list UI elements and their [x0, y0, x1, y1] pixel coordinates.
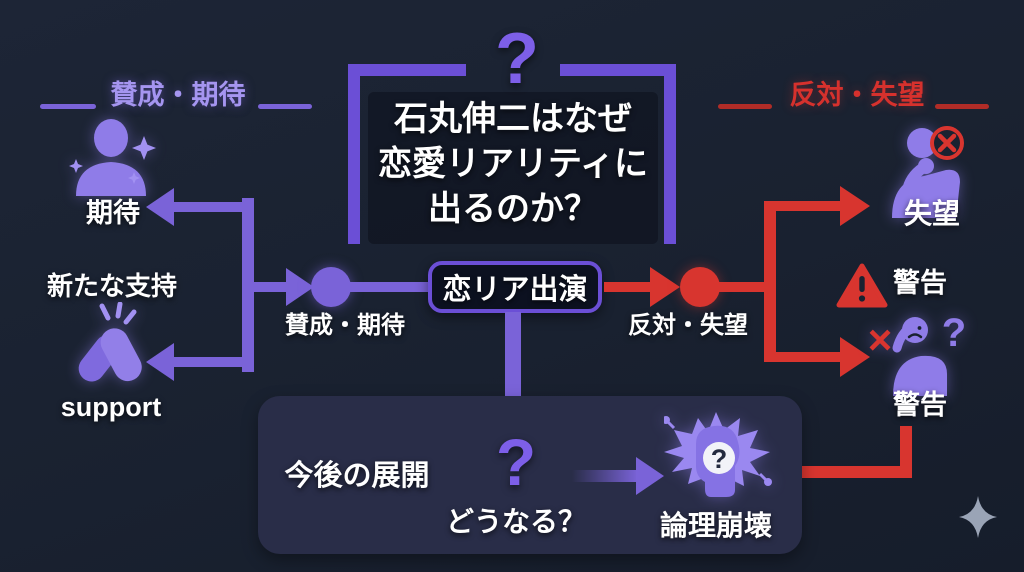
- left-bus-line: [242, 198, 254, 372]
- left-bottom-arrowhead: [146, 343, 174, 381]
- right-bus-line: [764, 201, 776, 362]
- warning-label-1: 警告: [893, 268, 947, 298]
- top-question-mark: ?: [495, 19, 539, 99]
- four-point-sparkle-icon: [959, 496, 997, 538]
- logic-collapse-label: 論理崩壊: [659, 510, 772, 541]
- left-top-arrowhead: [146, 188, 174, 226]
- right-header-dash-left: [718, 104, 772, 109]
- head-question-mark: ?: [711, 444, 728, 474]
- left-mid-arrowhead: [286, 268, 314, 306]
- head-question-circle: [703, 442, 735, 474]
- left-bottom-arrow-shaft: [172, 357, 244, 367]
- right-section-header: 反対・失望: [789, 80, 925, 110]
- node-to-dot-shaft: [604, 282, 654, 292]
- title-backdrop: [368, 92, 658, 244]
- title-line-1: 石丸伸二はなぜ: [394, 100, 632, 138]
- warning-label-2: 警告: [893, 390, 947, 420]
- bracket-right-bar: [664, 64, 676, 244]
- person-head-shape: [94, 119, 128, 157]
- left-header-dash-right: [258, 104, 312, 109]
- left-mid-arrow-shaft: [254, 282, 288, 292]
- circle-x-badge: [930, 126, 964, 160]
- confusion-question-mark: ?: [942, 311, 966, 355]
- clapping-hands-icon: [78, 302, 142, 382]
- future-question-mark: ?: [495, 425, 537, 499]
- warning-down-shaft: [900, 426, 912, 478]
- dot-to-bus-shaft: [718, 282, 770, 292]
- exclamation-dot: [858, 295, 866, 302]
- burst-dot-left: [664, 416, 670, 424]
- exclamation-bar: [859, 276, 865, 292]
- dot-to-node-line: [345, 282, 430, 292]
- confusion-cross-mark: ×: [868, 316, 893, 363]
- sparkle-small-right: [128, 172, 140, 184]
- burst-dot-right: [764, 478, 772, 486]
- warning-triangle-icon: [836, 263, 888, 308]
- thinker-arm-shape: [902, 160, 932, 194]
- agree-branch-dot: [311, 267, 351, 307]
- new-support-text: 新たな支持: [46, 271, 177, 301]
- left-top-arrow-shaft: [172, 202, 244, 212]
- confused-arm-shape: [892, 322, 916, 353]
- confused-person-icon: × ?: [868, 311, 966, 396]
- sparkle-shape: [959, 496, 997, 538]
- right-bottom-arrowhead: [840, 337, 870, 377]
- exploding-head-icon: ?: [664, 412, 772, 497]
- support-label: support: [60, 392, 162, 422]
- oppose-branch-dot: [680, 267, 720, 307]
- sparkle-small-left: [69, 159, 83, 173]
- expect-label: 期待: [86, 198, 140, 228]
- person-shoulders-shape: [76, 162, 146, 196]
- clap-right-hand: [100, 328, 142, 382]
- confused-frown: [907, 333, 923, 339]
- right-top-arrow-shaft: [776, 201, 842, 211]
- agree-branch-label: 賛成・期待: [285, 312, 405, 339]
- left-header-dash-left: [40, 104, 96, 109]
- what-happens-label: どうなる？: [445, 506, 586, 537]
- confused-eye-right: [917, 326, 922, 330]
- title-line-3: 出るのか？: [428, 190, 598, 228]
- thinking-person-icon: [892, 128, 960, 218]
- person-sparkle-icon: [69, 119, 156, 196]
- thinker-head-shape: [907, 128, 937, 158]
- left-section-header: 賛成・期待: [110, 80, 246, 110]
- confused-body-shape: [893, 355, 947, 396]
- title-line-2: 恋愛リアリティに: [378, 145, 648, 183]
- sparkle-large: [132, 136, 156, 160]
- right-header-dash-right: [935, 104, 989, 109]
- right-top-arrowhead: [840, 186, 870, 226]
- clap-impact-lines: [99, 302, 137, 325]
- future-panel-title: 今後の展開: [284, 460, 430, 492]
- right-bottom-arrow-shaft: [776, 352, 842, 362]
- badge-x-mark: [937, 133, 957, 153]
- panel-arrow-shaft: [572, 470, 638, 482]
- node-to-dot-arrowhead: [650, 267, 680, 307]
- bracket-top-left-segment: [348, 64, 466, 76]
- oppose-branch-label: 反対・失望: [628, 312, 748, 339]
- warning-horizontal-shaft: [794, 466, 912, 478]
- bracket-top-right-segment: [560, 64, 676, 76]
- panel-arrowhead: [636, 457, 664, 495]
- center-node: 恋リア出演: [428, 261, 602, 313]
- node-down-shaft: [505, 312, 521, 400]
- disappointment-label: 失望: [903, 198, 960, 229]
- bracket-left-bar: [348, 64, 360, 244]
